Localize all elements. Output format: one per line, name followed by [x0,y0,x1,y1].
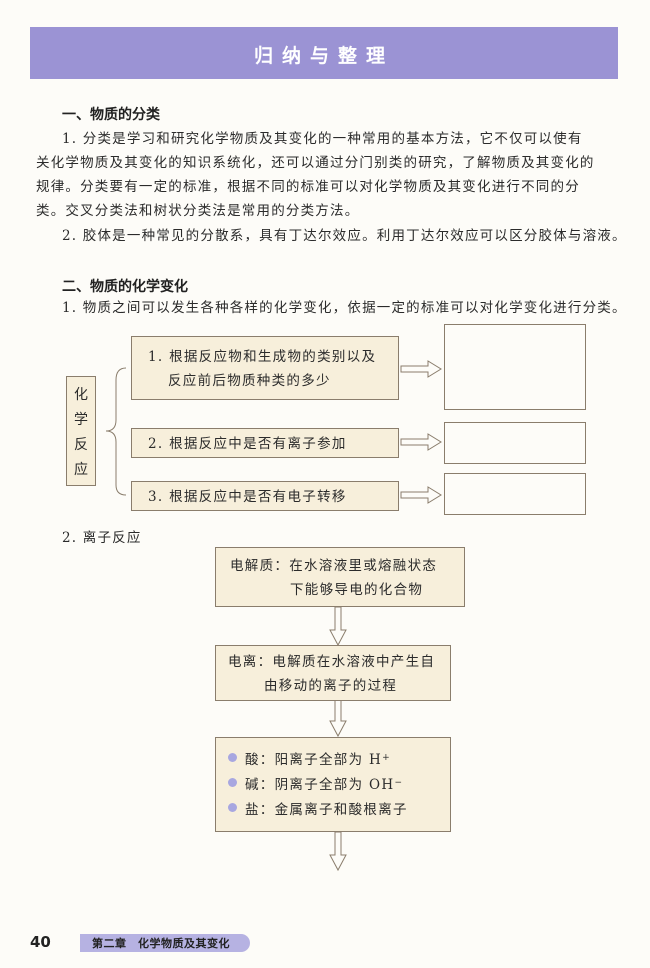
bullet-dot-icon [228,753,237,762]
down-arrow-icon [329,831,347,872]
electrolyte-box: 电解质：在水溶液里或熔融状态 下能够导电的化合物 [215,547,465,607]
label-char: 应 [74,462,88,478]
label-char: 反 [74,437,88,453]
charge-sup: + [382,752,391,763]
section2-intro: 1. 物质之间可以发生各种各样的化学变化，依据一定的标准可以对化学变化进行分类。 [62,300,627,316]
section2-heading: 二、物质的化学变化 [62,279,188,295]
acid-base-salt-box: 酸：阳离子全部为 H+ 碱：阴离子全部为 OH− 盐：金属离子和酸根离子 [215,737,451,832]
bullet-text: 酸：阳离子全部为 H [245,751,383,768]
right-arrow-icon [400,433,442,451]
ionization-box: 电离：电解质在水溶液中产生自 由移动的离子的过程 [215,645,451,701]
section1-para2: 2. 胶体是一种常见的分散系，具有丁达尔效应。利用丁达尔效应可以区分胶体与溶液。 [62,228,627,244]
charge-sup: − [394,777,404,788]
criterion-text: 2. 根据反应中是否有离子参加 [148,436,347,452]
label-char: 学 [74,412,88,428]
bullet-item-base: 碱：阴离子全部为 OH− [228,770,450,795]
bullet-text: 盐：金属离子和酸根离子 [245,801,408,818]
criterion-text: 1. 根据反应物和生成物的类别以及 [148,349,377,365]
right-arrow-icon [400,486,442,504]
criterion-box-1: 1. 根据反应物和生成物的类别以及 反应前后物质种类的多少 [131,336,399,400]
bullet-dot-icon [228,778,237,787]
chemical-reaction-label: 化 学 反 应 [66,376,96,486]
para1-line: 关化学物质及其变化的知识系统化，还可以通过分门别类的研究，了解物质及其变化的 [36,155,595,171]
label-char: 化 [74,387,88,403]
criterion-box-3: 3. 根据反应中是否有电子转移 [131,481,399,511]
down-arrow-icon [329,606,347,647]
ionic-reaction-label: 2. 离子反应 [62,530,142,546]
criterion-text: 反应前后物质种类的多少 [168,373,331,389]
bullet-item-acid: 酸：阳离子全部为 H+ [228,745,450,770]
ionization-text: 电离：电解质在水溶液中产生自 [228,654,436,670]
right-arrow-icon [400,360,442,378]
answer-box-2[interactable] [444,422,586,464]
criterion-box-2: 2. 根据反应中是否有离子参加 [131,428,399,458]
para1-line: 1. 分类是学习和研究化学物质及其变化的一种常用的基本方法，它不仅可以使有 [62,131,583,147]
brace-icon [105,367,127,496]
page-number: 40 [30,933,51,951]
down-arrow-icon [329,699,347,738]
criterion-text: 3. 根据反应中是否有电子转移 [148,489,347,505]
para1-line: 规律。分类要有一定的标准，根据不同的标准可以对化学物质及其变化进行不同的分 [36,179,580,195]
answer-box-3[interactable] [444,473,586,515]
banner-title: 归纳与整理 [253,45,394,67]
para1-line: 类。交叉分类法和树状分类法是常用的分类方法。 [36,203,360,219]
chapter-tab [80,934,250,952]
bullet-dot-icon [228,803,237,812]
answer-box-1[interactable] [444,324,586,410]
ionization-text: 由移动的离子的过程 [264,678,398,694]
section1-heading: 一、物质的分类 [62,107,160,123]
bullet-item-salt: 盐：金属离子和酸根离子 [228,795,450,820]
chapter-title: 第二章 化学物质及其变化 [92,937,230,950]
section-banner: 归纳与整理 [30,27,618,79]
electrolyte-text: 下能够导电的化合物 [290,582,424,598]
bullet-text: 碱：阴离子全部为 OH [245,776,395,793]
electrolyte-text: 电解质：在水溶液里或熔融状态 [230,558,438,574]
section1-para1: 1. 分类是学习和研究化学物质及其变化的一种常用的基本方法，它不仅可以使有 关化… [36,127,622,223]
